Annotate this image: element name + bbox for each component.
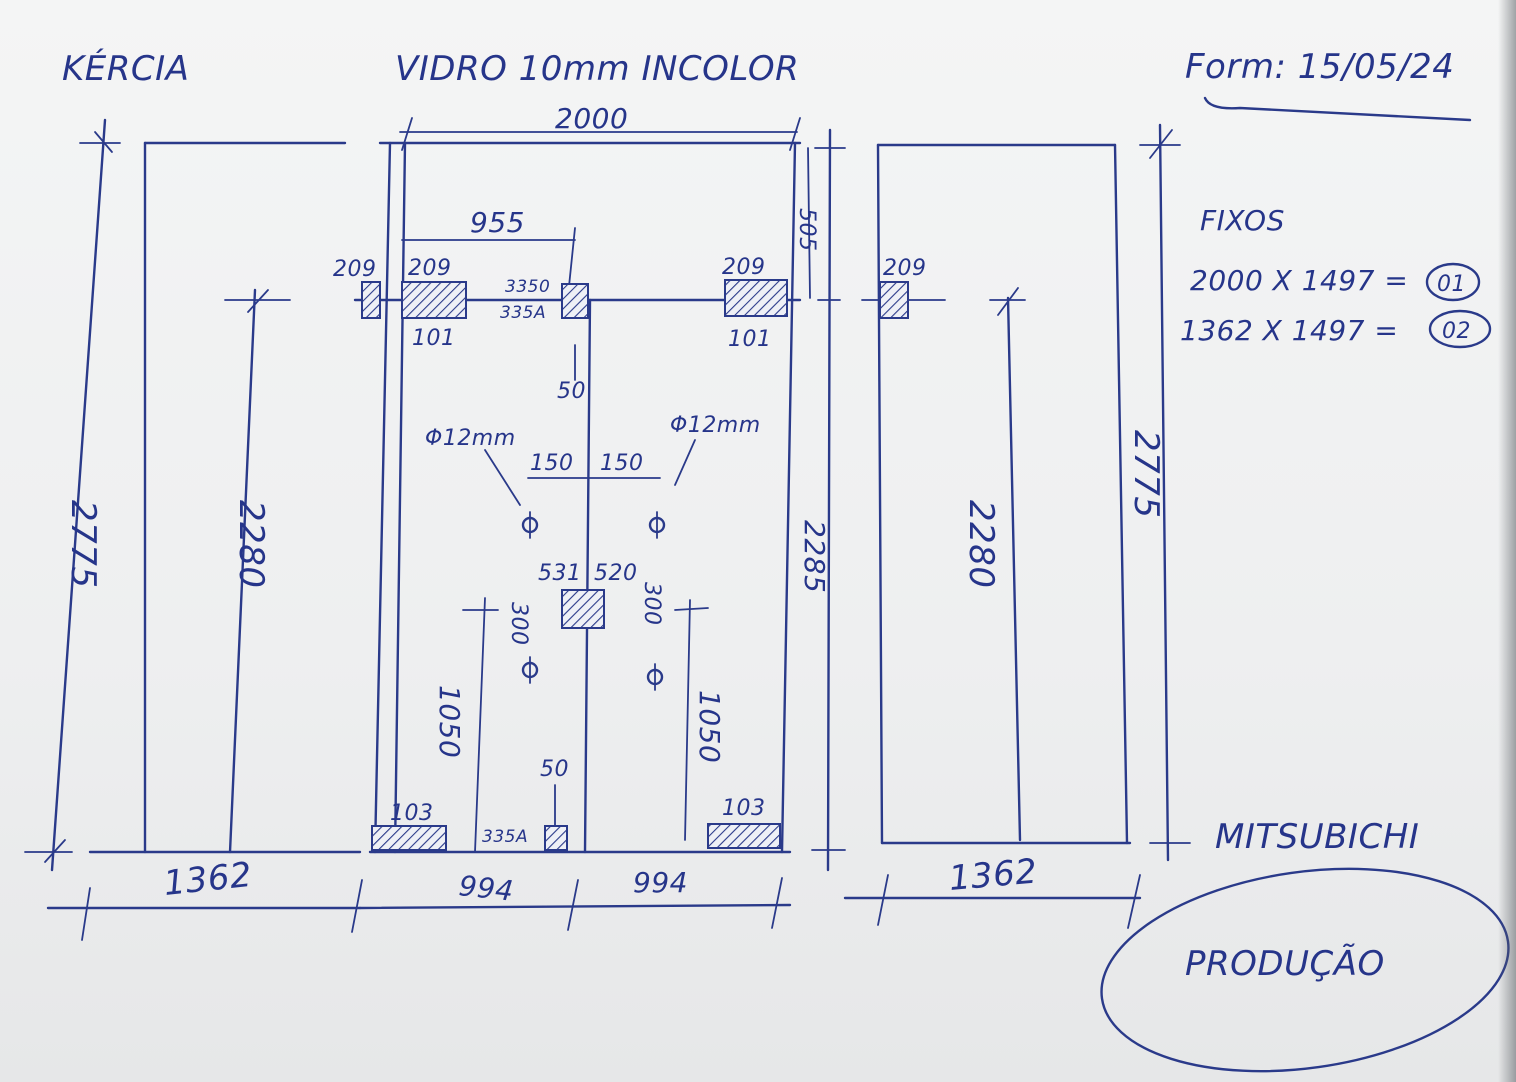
- dim-2285: 2285: [798, 520, 831, 593]
- pivot-bottom-left: [371, 825, 447, 851]
- brand-name: MITSUBICHI: [1215, 817, 1419, 857]
- dim-103-b: 103: [722, 796, 766, 821]
- dim-1050-b: 1050: [693, 690, 726, 763]
- center-right-edge: [780, 141, 797, 854]
- center-width-total: 2000: [555, 102, 628, 135]
- right-width: 1362: [947, 851, 1039, 899]
- left-height-dim-line: [50, 118, 107, 872]
- qty-1-circle: [1425, 262, 1481, 302]
- dim-2285-line: [826, 128, 832, 872]
- left-width: 1362: [162, 855, 254, 904]
- dim-955: 955: [470, 206, 525, 239]
- right-inner-tick-top-x: [997, 287, 1019, 316]
- dim-335a-bottom: 335A: [482, 827, 528, 847]
- center-width-right-tick: [771, 877, 783, 929]
- dim-505-line: [807, 147, 811, 299]
- dim-1050-a-line: [474, 597, 486, 853]
- left-inner-tick-top-x: [247, 289, 269, 313]
- dim-101-a: 101: [412, 326, 456, 351]
- hole-left-leader: [484, 449, 521, 506]
- dim-103-a: 103: [390, 801, 434, 826]
- right-height-tick-top-x: [1149, 129, 1173, 159]
- fixos-line-1: 2000 X 1497 =: [1190, 264, 1408, 297]
- center-panel: 2000 955 209 209 209 3350 335A 101 101 5…: [333, 102, 846, 931]
- center-split-line: [583, 298, 592, 854]
- left-height-inner: 2280: [231, 500, 271, 589]
- dim-1050-a: 1050: [433, 685, 466, 758]
- hinge-left-small: [361, 281, 381, 319]
- right-height-dim-line: [1158, 123, 1170, 862]
- right-hinge-box: [879, 281, 909, 319]
- hinge-top-right: [724, 279, 788, 317]
- client-name: KÉRCIA: [62, 48, 189, 89]
- hinge-top-left: [401, 281, 467, 319]
- right-panel: 209 2280 2775 1362: [843, 123, 1191, 929]
- dim-150-b: 150: [600, 451, 644, 476]
- right-panel-right-edge: [1113, 143, 1129, 845]
- dim-50-bottom: 50: [540, 757, 569, 782]
- lock-box: [561, 589, 605, 629]
- fixos-notes: FIXOS 2000 X 1497 = 01 1362 X 1497 = 02: [1180, 204, 1492, 349]
- date-underline: [1203, 96, 1472, 122]
- center-left-edge-inner: [393, 141, 407, 854]
- hole-right-label: Φ12mm: [670, 413, 761, 438]
- dim-300-b: 300: [639, 582, 664, 626]
- form-date: Form: 15/05/24: [1185, 47, 1454, 87]
- left-panel: 2775 2280 1362: [24, 118, 363, 941]
- fixos-title: FIXOS: [1200, 204, 1285, 237]
- center-width-mid-tick: [567, 879, 579, 931]
- dim-300-a: 300: [506, 602, 531, 646]
- dim-505: 505: [794, 208, 819, 252]
- right-inner-dim-line: [1006, 296, 1022, 842]
- dim-50-top: 50: [557, 379, 586, 404]
- right-height-inner: 2280: [961, 500, 1001, 589]
- dim-520: 520: [594, 561, 638, 586]
- hole-left-label: Φ12mm: [425, 426, 516, 451]
- fixos-line-2: 1362 X 1497 =: [1180, 314, 1398, 347]
- center-width-tick-left: [401, 117, 413, 151]
- left-height-tick-bottom-x: [44, 839, 66, 863]
- material-spec: VIDRO 10mm INCOLOR: [395, 49, 799, 89]
- center-width-bottom-line: [358, 903, 792, 910]
- right-dim-209: 209: [883, 256, 927, 281]
- width-half-a: 994: [457, 869, 515, 908]
- fixos-qty-1: 01: [1437, 272, 1466, 297]
- production-stamp-text: PRODUÇÃO: [1185, 944, 1385, 984]
- dim-209-c: 209: [722, 255, 766, 280]
- width-half-b: 994: [633, 866, 688, 899]
- right-width-tick-left: [877, 874, 889, 926]
- dim-209-a: 209: [333, 257, 377, 282]
- left-width-tick-left: [81, 887, 91, 941]
- right-height-total: 2775: [1126, 430, 1166, 519]
- left-height-tick-top-x: [94, 131, 113, 153]
- right-width-tick-right: [1127, 874, 1141, 929]
- hinge-top-center: [561, 283, 589, 319]
- hole-right-leader: [674, 439, 696, 486]
- dim-101-b: 101: [728, 327, 772, 352]
- dim-1050-b-line: [684, 599, 691, 841]
- dim-3350: 3350: [505, 277, 550, 297]
- dim-209-b: 209: [408, 256, 452, 281]
- center-width-tick-right: [789, 117, 801, 151]
- left-width-tick-right: [351, 879, 363, 933]
- lock-bottom-center: [544, 825, 568, 851]
- fixos-qty-2: 02: [1442, 319, 1471, 344]
- center-left-edge-outer: [373, 141, 392, 854]
- qty-2-circle: [1428, 309, 1492, 349]
- right-panel-left-edge: [876, 143, 884, 845]
- left-inner-dim-line: [228, 288, 257, 854]
- dim-1050-b-tick: [674, 607, 709, 611]
- left-height-total: 2775: [63, 500, 103, 589]
- dim-531: 531: [538, 561, 582, 586]
- dim-150-a: 150: [530, 451, 574, 476]
- pivot-bottom-right: [707, 823, 781, 849]
- dim-335a: 335A: [500, 303, 546, 323]
